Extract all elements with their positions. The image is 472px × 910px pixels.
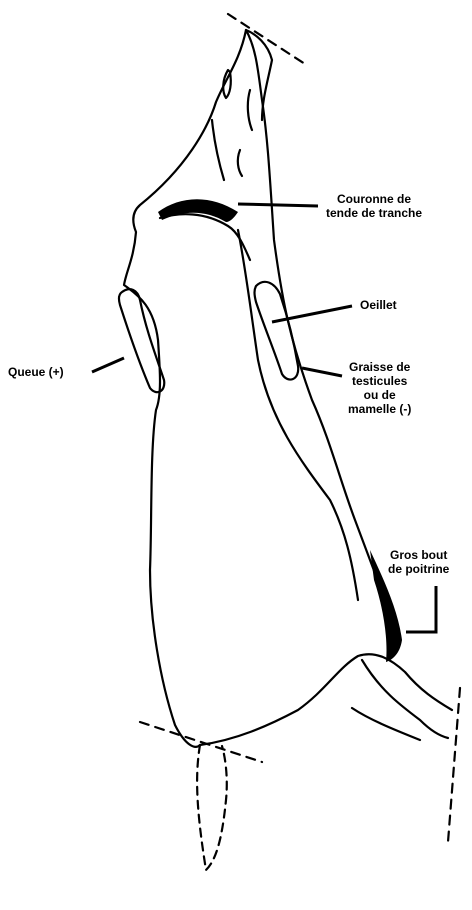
label-couronne: Couronne de tende de tranche [326, 192, 422, 220]
cut-line-top [228, 14, 305, 64]
label-gros-line1: Gros bout [388, 548, 449, 562]
fat-oval [255, 282, 299, 380]
cut-line-bottom [140, 722, 262, 762]
crown-fat-fill [158, 199, 238, 222]
bone-mark-2 [248, 90, 252, 130]
label-graisse-line1: Graisse de [348, 360, 411, 374]
label-queue: Queue (+) [8, 365, 64, 379]
label-graisse: Graisse de testicules ou de mamelle (-) [348, 360, 411, 416]
bone-mark-1 [223, 70, 231, 98]
label-graisse-line4: mamelle (-) [348, 402, 411, 416]
leader-gros-bout [406, 586, 436, 632]
bottom-cut-piece [197, 745, 227, 870]
shank [352, 660, 448, 740]
crown-inner-arc [160, 214, 250, 260]
label-graisse-line2: testicules [348, 374, 411, 388]
leader-graisse [302, 368, 342, 376]
label-gros-bout: Gros bout de poitrine [388, 548, 449, 576]
label-oeillet: Oeillet [360, 298, 397, 312]
leader-couronne [238, 204, 318, 206]
label-couronne-line1: Couronne de [326, 192, 422, 206]
cut-line-right [448, 688, 460, 842]
bone-mark-3 [238, 150, 242, 176]
label-graisse-line3: ou de [348, 388, 411, 402]
bone-mark-4 [212, 120, 224, 180]
label-couronne-line2: tende de tranche [326, 206, 422, 220]
leader-queue [92, 358, 124, 372]
label-gros-line2: de poitrine [388, 562, 449, 576]
